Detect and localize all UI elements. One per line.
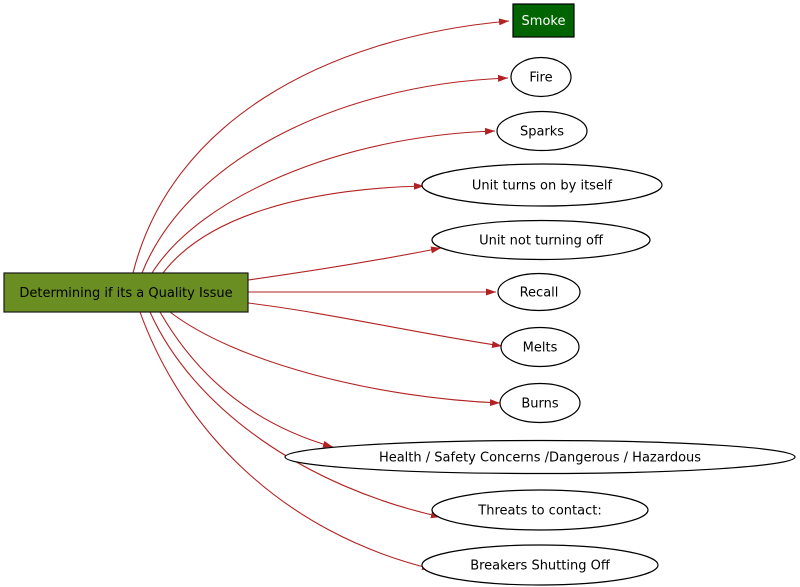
breakers-shutting-off-node-label: Breakers Shutting Off xyxy=(470,559,611,574)
edge-root-melts xyxy=(247,302,503,349)
node-melts: Melts xyxy=(500,326,580,368)
threats-to-contact-node-shape xyxy=(431,489,649,531)
root-node-shape xyxy=(3,272,249,313)
recall-node-label: Recall xyxy=(520,286,559,301)
unit-not-turning-off-node-label: Unit not turning off xyxy=(479,234,604,249)
edge-root-smoke xyxy=(132,18,510,274)
node-fire: Fire xyxy=(510,56,572,98)
health-safety-node-label: Health / Safety Concerns /Dangerous / Ha… xyxy=(379,451,701,466)
fire-node-shape xyxy=(510,56,572,98)
edge-root-health-safety xyxy=(159,311,334,448)
node-health-safety: Health / Safety Concerns /Dangerous / Ha… xyxy=(284,439,796,475)
unit-turns-on-by-itself-node-shape xyxy=(421,163,663,207)
node-breakers-shutting-off: Breakers Shutting Off xyxy=(421,544,659,586)
edge-root-burns xyxy=(169,311,501,407)
edge-root-fire xyxy=(141,74,509,274)
unit-not-turning-off-node-shape xyxy=(431,219,651,261)
node-sparks: Sparks xyxy=(496,110,588,152)
burns-node-shape xyxy=(499,382,581,424)
edges xyxy=(132,18,510,571)
health-safety-node-shape xyxy=(284,439,796,475)
melts-node-shape xyxy=(500,326,580,368)
node-recall: Recall xyxy=(497,272,581,312)
burns-node-label: Burns xyxy=(521,397,559,412)
unit-turns-on-by-itself-node-label: Unit turns on by itself xyxy=(472,179,613,194)
edge-root-threats-to-contact xyxy=(149,311,442,519)
node-unit-not-turning-off: Unit not turning off xyxy=(431,219,651,261)
smoke-node-label: Smoke xyxy=(522,14,566,29)
node-smoke: Smoke xyxy=(512,3,575,38)
melts-node-label: Melts xyxy=(523,341,558,356)
node-root: Determining if its a Quality Issue xyxy=(3,272,249,313)
threats-to-contact-node-label: Threats to contact: xyxy=(477,504,601,519)
edge-root-breakers-shutting-off xyxy=(139,311,433,571)
breakers-shutting-off-node-shape xyxy=(421,544,659,586)
root-node-label: Determining if its a Quality Issue xyxy=(19,286,232,301)
edge-root-unit-turns-on-by-itself xyxy=(162,182,425,274)
edge-root-unit-not-turning-off xyxy=(247,246,442,281)
node-unit-turns-on-by-itself: Unit turns on by itself xyxy=(421,163,663,207)
smoke-node-shape xyxy=(512,3,575,38)
sparks-node-shape xyxy=(496,110,588,152)
sparks-node-label: Sparks xyxy=(520,125,564,140)
node-threats-to-contact: Threats to contact: xyxy=(431,489,649,531)
fire-node-label: Fire xyxy=(529,71,552,86)
recall-node-shape xyxy=(497,272,581,312)
edge-root-sparks xyxy=(151,127,496,274)
node-burns: Burns xyxy=(499,382,581,424)
